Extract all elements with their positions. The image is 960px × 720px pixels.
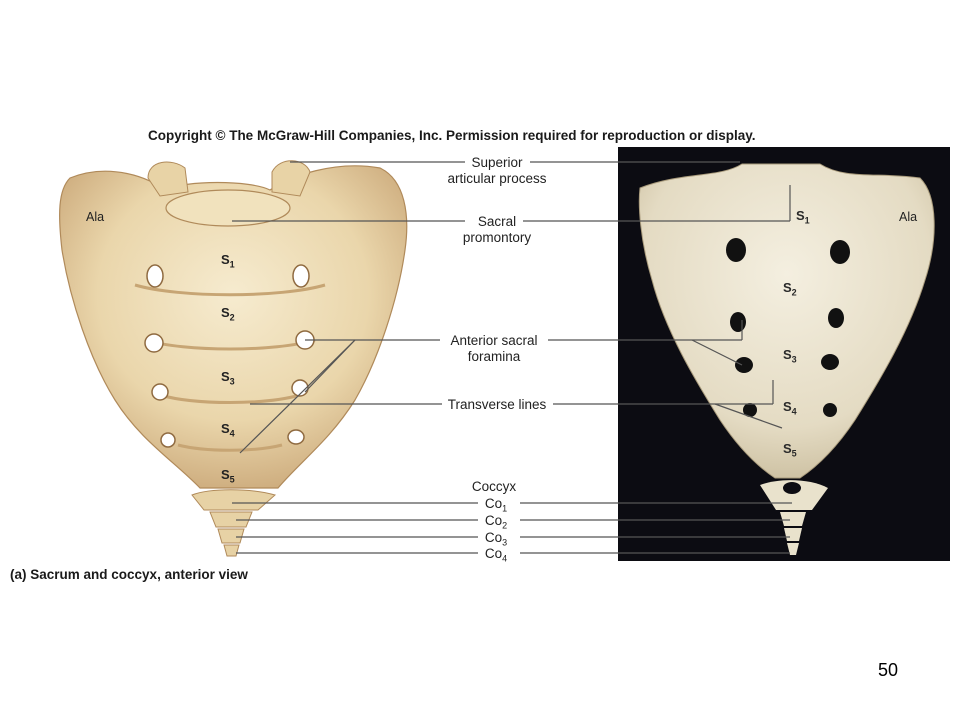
segment-s2-left: S2	[221, 305, 235, 323]
figure-caption: (a) Sacrum and coccyx, anterior view	[10, 567, 248, 582]
copyright-notice: Copyright © The McGraw-Hill Companies, I…	[148, 128, 756, 143]
segment-s3-right: S3	[783, 347, 797, 365]
sacrum-illustration	[59, 160, 408, 557]
segment-s5-left: S5	[221, 467, 235, 485]
segment-s5-right: S5	[783, 441, 797, 459]
transverse-lines-label: Transverse lines	[447, 397, 547, 412]
segment-s4-right: S4	[783, 399, 797, 417]
ala-label-right: Ala	[899, 210, 918, 224]
segment-s2-right: S2	[783, 280, 797, 298]
segment-s4-left: S4	[221, 421, 235, 439]
segment-s1-left: S1	[221, 252, 235, 270]
coccyx-co2-label: Co2	[484, 513, 508, 531]
coccyx-label: Coccyx	[471, 479, 517, 494]
coccyx-co4-label: Co4	[484, 546, 508, 564]
coccyx-co3-label: Co3	[484, 530, 508, 548]
ala-label-left: Ala	[86, 210, 105, 224]
segment-s1-right: S1	[796, 208, 810, 226]
segment-s3-left: S3	[221, 369, 235, 387]
leader-lines	[232, 161, 792, 554]
page-number: 50	[878, 660, 899, 680]
sacrum-photo	[618, 147, 950, 561]
coccyx-co1-label: Co1	[484, 496, 508, 514]
